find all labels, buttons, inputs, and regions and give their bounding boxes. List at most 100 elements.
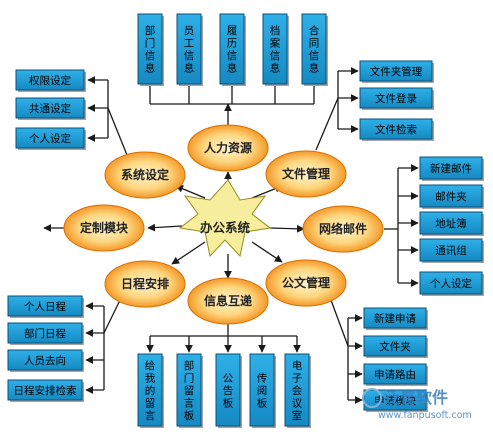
box-shape: [363, 363, 427, 385]
box-label: 新建邮件: [430, 162, 472, 175]
box-shape: [15, 127, 85, 149]
box-label: 申请路由: [374, 368, 416, 381]
box-shape: [359, 87, 433, 109]
box-label: 传阅板: [257, 372, 268, 409]
file-item-box: 文件登录: [359, 87, 434, 110]
hr-item-box: 合同信息: [301, 13, 328, 86]
schedule-item-box: 人员去向: [7, 349, 84, 372]
hub-document: 公文管理: [265, 259, 347, 307]
hub-shape: [104, 260, 186, 308]
box-shape: [7, 379, 83, 401]
schedule-link: [103, 295, 123, 334]
hub-network: 网络邮件: [302, 205, 384, 253]
hub-label: 人力资源: [204, 140, 252, 155]
box-label: 个人设定: [430, 277, 472, 290]
schedule-item-box: 个人日程: [7, 295, 84, 318]
watermark: 泛普软件 www.fanpusoft.com: [362, 388, 472, 421]
hub-label: 公文管理: [282, 275, 330, 290]
box-label: 文件登录: [375, 92, 417, 105]
hub-schedule: 日程安排: [104, 260, 186, 308]
document-item-box: 文件夹: [363, 335, 428, 358]
watermark-url: www.fanpusoft.com: [378, 410, 472, 421]
box-shape: [7, 349, 83, 371]
box-label: 部门留言板: [184, 359, 195, 422]
hr-item-box: 档案信息: [262, 13, 289, 86]
hub-label: 系统设定: [121, 167, 169, 182]
box-label: 部门信息: [145, 24, 156, 75]
watermark-logo-icon: [362, 388, 382, 408]
box-shape: [419, 238, 483, 262]
center-node: 办公系统: [178, 179, 272, 258]
box-shape: [215, 353, 241, 427]
box-label: 员工信息: [184, 25, 195, 75]
box-shape: [363, 335, 427, 357]
info-item-box: 部门留言板: [176, 353, 203, 428]
document-item-box: 申请路由: [363, 363, 428, 386]
hub-shape: [187, 124, 269, 172]
box-shape: [359, 60, 433, 82]
box-shape: [262, 13, 288, 85]
box-label: 申请模块: [374, 394, 416, 407]
box-shape: [419, 271, 483, 295]
box-shape: [419, 211, 483, 235]
box-label: 文件夹: [379, 340, 411, 353]
box-shape: [419, 156, 483, 180]
box-shape: [176, 13, 202, 85]
arrow-to-network: [269, 224, 305, 233]
hub-shape: [104, 151, 186, 199]
file-item-box: 文件夹管理: [359, 60, 434, 83]
network-item-box: 新建邮件: [419, 156, 484, 181]
hub-info: 信息互递: [187, 277, 269, 325]
hr-item-box: 履历信息: [219, 13, 246, 86]
hr-item-box: 员工信息: [176, 13, 203, 86]
arrow-to-schedule: [171, 241, 206, 265]
hub-label: 信息互递: [204, 293, 252, 308]
box-shape: [7, 322, 83, 344]
network-item-box: 邮件夹: [419, 184, 484, 209]
document-item-box: 新建申请: [363, 307, 428, 330]
box-label: 个人日程: [24, 301, 66, 313]
system-item-box: 个人设定: [15, 127, 86, 150]
arrow-to-document: [251, 241, 283, 263]
center-label: 办公系统: [200, 220, 251, 235]
hub-label: 日程安排: [121, 276, 169, 291]
box-label: 给我的留言: [145, 359, 156, 422]
box-shape: [284, 353, 310, 427]
hub-system: 系统设定: [104, 151, 186, 199]
arrow-to-custom: [147, 223, 183, 232]
box-shape: [219, 13, 245, 85]
system-item-box: 权限设定: [15, 69, 86, 92]
info-item-box: 传阅板: [249, 353, 276, 428]
box-shape: [363, 307, 427, 329]
schedule-item-box: 日程安排检索: [7, 379, 84, 402]
box-shape: [137, 13, 163, 85]
connectors: [43, 67, 419, 404]
network-item-box: 地址簿: [419, 211, 484, 236]
hub-hr: 人力资源: [187, 124, 269, 172]
schedule-item-box: 部门日程: [7, 322, 84, 345]
arrow-file-up: [315, 97, 339, 151]
box-label: 部门日程: [24, 327, 66, 340]
hub-shape: [302, 205, 384, 253]
box-label: 履历信息: [227, 25, 238, 75]
box-shape: [301, 13, 327, 85]
box-label: 档案信息: [270, 24, 281, 75]
box-shape: [7, 295, 83, 317]
info-item-box: 公告板: [215, 353, 242, 428]
network-item-box: 通讯组: [419, 238, 484, 263]
arrow-to-system: [175, 185, 206, 199]
box-label: 共通设定: [29, 102, 71, 115]
info-item-box: 给我的留言: [137, 353, 164, 428]
box-label: 合同信息: [309, 24, 320, 75]
box-label: 人员去向: [24, 354, 66, 367]
box-label: 新建申请: [374, 312, 416, 325]
watermark-brand: 泛普软件: [384, 388, 448, 407]
box-shape: [15, 97, 85, 119]
box-label: 权限设定: [29, 74, 71, 87]
box-shape: [137, 353, 163, 427]
box-shape: [359, 118, 433, 140]
hr-item-box: 部门信息: [137, 13, 164, 86]
box-label: 个人设定: [29, 132, 71, 145]
hub-nodes: 人力资源系统设定文件管理定制模块网络邮件日程安排信息互递公文管理: [63, 124, 384, 325]
